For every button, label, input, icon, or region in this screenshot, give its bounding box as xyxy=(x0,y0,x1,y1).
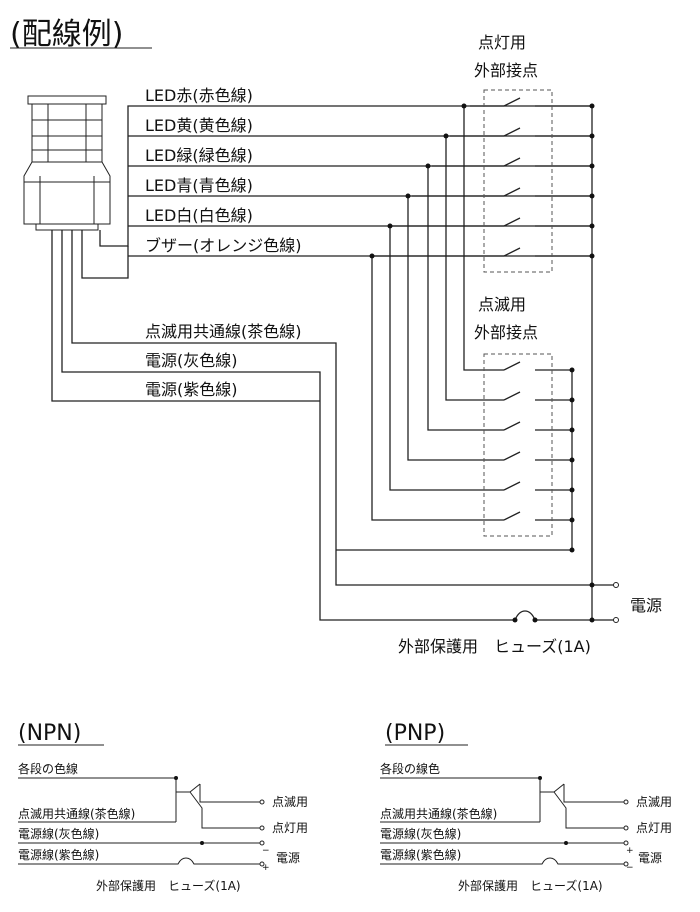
pnp-plus: + xyxy=(626,846,634,856)
pnp-common-label: 点滅用共通線(茶色線) xyxy=(380,806,497,821)
pnp-gray-label: 電源線(灰色線) xyxy=(380,826,461,841)
pnp-purple-label: 電源線(紫色線) xyxy=(380,847,461,862)
wires xyxy=(51,97,614,621)
lighting-contact-box xyxy=(483,89,553,273)
wire-label-gray: 電源(灰色線) xyxy=(145,351,238,370)
wire-label-buzzer: ブザー(オレンジ色線) xyxy=(145,236,302,255)
wire-label-blue: LED青(青色線) xyxy=(145,176,253,195)
wire-label-common: 点滅用共通線(茶色線) xyxy=(145,322,302,341)
pnp-row1-label: 各段の線色 xyxy=(380,761,440,776)
wire-label-red: LED赤(赤色線) xyxy=(145,86,253,105)
wire-label-purple: 電源(紫色線) xyxy=(145,380,238,399)
blinking-contact-label-1: 点滅用 xyxy=(478,295,526,314)
wire-label-green: LED緑(緑色線) xyxy=(145,146,253,165)
pnp-light-label: 点灯用 xyxy=(636,821,672,835)
lighting-contact-label-1: 点灯用 xyxy=(478,33,526,52)
pnp-minus: − xyxy=(626,863,634,873)
fuse-label: 外部保護用 ヒューズ(1A) xyxy=(398,637,591,656)
npn-gray-label: 電源線(灰色線) xyxy=(18,826,99,841)
npn-light-label: 点灯用 xyxy=(272,821,308,835)
lighting-contact-label-2: 外部接点 xyxy=(474,61,538,80)
pnp-blink-label: 点滅用 xyxy=(636,795,672,809)
pnp-title: (PNP) xyxy=(385,721,445,746)
npn-minus: − xyxy=(262,846,270,856)
npn-plus: + xyxy=(262,863,270,873)
pnp-diagram: (PNP) 各段の線色 点滅用共通線(茶色線) 電源線(灰色線) 電源線(紫色線… xyxy=(380,721,672,893)
npn-common-label: 点滅用共通線(茶色線) xyxy=(18,806,135,821)
blinking-contact-label-2: 外部接点 xyxy=(474,323,538,342)
npn-blink-label: 点滅用 xyxy=(272,795,308,809)
junction-dots xyxy=(369,103,619,623)
wire-label-yellow: LED黄(黄色線) xyxy=(145,116,253,135)
page-title: (配線例) xyxy=(10,17,123,52)
pnp-fuse-label: 外部保護用 ヒューズ(1A) xyxy=(458,878,603,893)
npn-row1-label: 各段の色線 xyxy=(18,761,78,776)
pnp-power-label: 電源 xyxy=(638,851,662,865)
npn-power-label: 電源 xyxy=(276,851,300,865)
npn-fuse-label: 外部保護用 ヒューズ(1A) xyxy=(96,878,241,893)
npn-title: (NPN) xyxy=(18,721,81,746)
blinking-contact-box xyxy=(483,353,553,537)
signal-tower-icon xyxy=(23,95,111,231)
npn-purple-label: 電源線(紫色線) xyxy=(18,847,99,862)
power-label: 電源 xyxy=(630,596,662,615)
npn-diagram: (NPN) 各段の色線 点滅用共通線(茶色線) 電源線(灰色線) 電源線(紫色線… xyxy=(18,721,308,893)
wire-label-white: LED白(白色線) xyxy=(145,206,253,225)
